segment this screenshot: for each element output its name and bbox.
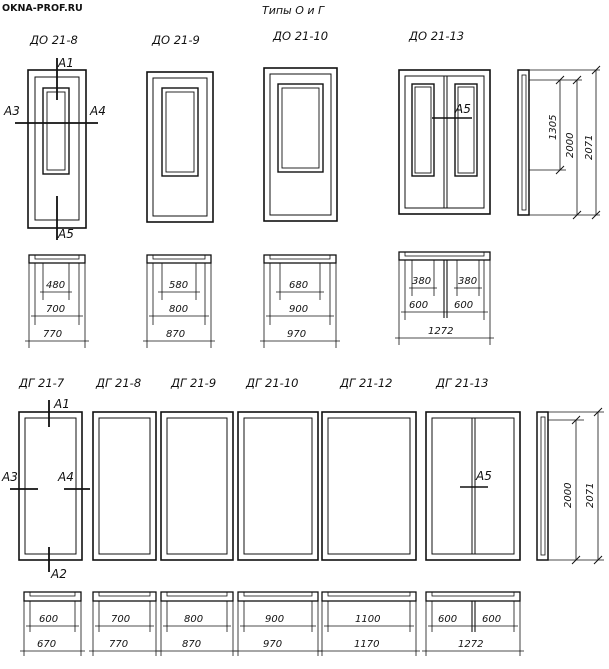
door-elevation <box>160 411 234 561</box>
section-mark: А2 <box>50 567 67 581</box>
width-dim: 380 <box>412 276 431 287</box>
door-plan-section: 380 380 600 600 1272 <box>395 251 494 345</box>
width-dim: 380 <box>458 276 477 287</box>
door-plan-section: 600 600 1272 <box>422 591 524 656</box>
height-dim: 2071 <box>584 135 595 160</box>
door-plan-section: 680 900 970 <box>260 254 340 348</box>
door-label: ДО 21-13 <box>408 29 464 43</box>
door-label: ДО 21-9 <box>151 33 200 47</box>
height-dim: 2000 <box>563 483 574 508</box>
door-plan-section: 1100 1170 <box>318 591 420 656</box>
width-dim: 970 <box>287 329 306 340</box>
width-dim: 680 <box>289 280 308 291</box>
section-mark: А4 <box>57 470 74 484</box>
section-mark: А5 <box>454 102 471 116</box>
width-dim: 800 <box>184 614 203 625</box>
door-label: ДО 21-8 <box>29 33 78 47</box>
door-plan-section: 900 970 <box>234 591 322 656</box>
door-label: ДГ 21-9 <box>170 376 216 390</box>
door-elevation <box>321 411 417 561</box>
section-mark: А1 <box>57 56 74 70</box>
width-dim: 600 <box>409 300 428 311</box>
section-mark: А4 <box>89 104 106 118</box>
width-dim: 1272 <box>458 639 483 650</box>
width-dim: 770 <box>109 639 128 650</box>
door-elevation: А5 <box>425 411 521 561</box>
width-dim: 600 <box>482 614 501 625</box>
section-mark: А5 <box>57 227 74 241</box>
width-dim: 770 <box>43 329 62 340</box>
width-dim: 970 <box>263 639 282 650</box>
door-elevation <box>92 411 157 561</box>
section-mark: А3 <box>3 104 20 118</box>
door-plan-section: 480 700 770 <box>25 254 89 348</box>
side-section: 2000 2071 <box>536 407 604 565</box>
door-label: ДГ 21-13 <box>435 376 488 390</box>
door-elevation: А1 А3 А4 А2 <box>1 397 90 581</box>
door-plan-section: 580 800 870 <box>143 254 215 348</box>
width-dim: 700 <box>111 614 130 625</box>
width-dim: 870 <box>166 329 185 340</box>
width-dim: 1170 <box>354 639 379 650</box>
door-label: ДГ 21-10 <box>245 376 298 390</box>
width-dim: 600 <box>438 614 457 625</box>
width-dim: 480 <box>46 280 65 291</box>
width-dim: 670 <box>37 639 56 650</box>
width-dim: 900 <box>289 304 308 315</box>
door-plan-section: 800 870 <box>157 591 237 656</box>
width-dim: 1100 <box>355 614 380 625</box>
door-elevation <box>263 67 338 222</box>
section-mark: А3 <box>1 470 18 484</box>
door-label: ДГ 21-8 <box>95 376 141 390</box>
width-dim: 870 <box>182 639 201 650</box>
width-dim: 600 <box>454 300 473 311</box>
width-dim: 600 <box>39 614 58 625</box>
door-label: ДО 21-10 <box>272 29 328 43</box>
door-plan-section: 600 670 <box>20 591 85 656</box>
door-elevation: А5 <box>398 69 491 215</box>
watermark: OKNA-PROF.RU <box>2 3 83 14</box>
section-mark: А5 <box>475 469 492 483</box>
glazed-doors-section: ДО 21-8 ДО 21-9 ДО 21-10 ДО 21-13 А1 А3 … <box>3 29 601 348</box>
height-dim: 1305 <box>548 115 559 140</box>
width-dim: 900 <box>265 614 284 625</box>
width-dim: 700 <box>46 304 65 315</box>
solid-doors-section: ДГ 21-7 ДГ 21-8 ДГ 21-9 ДГ 21-10 ДГ 21-1… <box>1 376 604 656</box>
door-elevation: А1 А3 А4 А5 <box>3 56 106 241</box>
width-dim: 1272 <box>428 326 453 337</box>
height-dim: 2000 <box>565 133 576 158</box>
door-elevation <box>146 71 214 223</box>
door-label: ДГ 21-7 <box>18 376 65 390</box>
width-dim: 580 <box>169 280 188 291</box>
width-dim: 800 <box>169 304 188 315</box>
side-section: 1305 2000 2071 <box>517 65 601 220</box>
section-mark: А1 <box>53 397 70 411</box>
height-dim: 2071 <box>585 483 596 508</box>
door-plan-section: 700 770 <box>89 591 160 656</box>
drawing-title: Типы О и Г <box>262 4 325 17</box>
door-elevation <box>237 411 319 561</box>
door-label: ДГ 21-12 <box>339 376 392 390</box>
